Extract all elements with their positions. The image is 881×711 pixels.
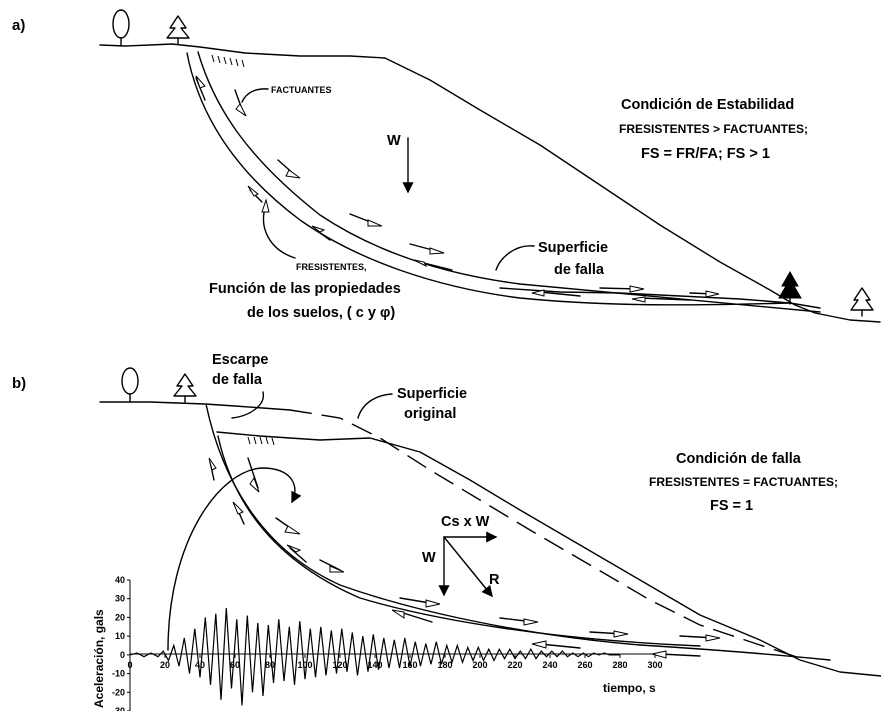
y-tick-label: -20 <box>112 687 125 697</box>
stability-line2: FS = FR/FA; FS > 1 <box>641 146 770 162</box>
x-tick-label: 100 <box>297 660 312 670</box>
slip-surface-inner <box>217 435 701 647</box>
x-tick-label: 280 <box>612 660 627 670</box>
x-tick-label: 20 <box>160 660 170 670</box>
failure-surface-leader <box>495 245 535 271</box>
resultant-arrow <box>443 536 493 598</box>
scarp-leader <box>231 391 264 419</box>
function-line1: Función de las propiedades <box>209 281 401 297</box>
x-tick-label: 240 <box>542 660 557 670</box>
failure-title: Condición de falla <box>676 451 802 467</box>
x-tick-label: 80 <box>265 660 275 670</box>
x-tick-label: 60 <box>230 660 240 670</box>
x-tick-label: 0 <box>127 660 132 670</box>
x-tick-label: 200 <box>472 660 487 670</box>
original-surface-label-2: original <box>404 406 456 422</box>
tree-icon <box>112 9 130 47</box>
scarp-hatch-b <box>247 436 275 446</box>
original-surface-label-1: Superficie <box>397 386 467 402</box>
weight-label-a: W <box>387 133 401 149</box>
f-actuantes-label: FACTUANTES <box>271 85 332 95</box>
panel-b-label: b) <box>12 375 26 392</box>
f-actuantes-leader <box>241 88 269 103</box>
stability-line1: FRESISTENTES > FACTUANTES; <box>619 122 808 136</box>
scarp-label-1: Escarpe <box>212 352 268 368</box>
scarp-label-2: de falla <box>212 372 263 388</box>
x-tick-label: 220 <box>507 660 522 670</box>
f-resistentes-label: FRESISTENTES, <box>296 262 367 272</box>
y-tick-label: 10 <box>115 631 125 641</box>
scarp-slip-surface <box>205 403 831 661</box>
scarp-hatch <box>211 54 245 68</box>
y-tick-label: 40 <box>115 575 125 585</box>
y-tick-label: 20 <box>115 612 125 622</box>
y-tick-label: -10 <box>112 669 125 679</box>
failure-line2: FS = 1 <box>710 498 753 514</box>
x-tick-label: 120 <box>332 660 347 670</box>
pine-tree-icon-b <box>173 373 197 403</box>
seismic-force-label: Cs x W <box>441 514 490 530</box>
x-tick-label: 300 <box>647 660 662 670</box>
weight-label-b: W <box>422 550 436 566</box>
panel-a-label: a) <box>12 17 25 34</box>
displaced-surface <box>216 431 881 677</box>
original-surface-dashed <box>289 409 801 659</box>
failure-surface <box>197 51 821 313</box>
function-line2: de los suelos, ( c y φ) <box>247 305 395 321</box>
failure-line1: FRESISTENTES = FACTUANTES; <box>649 475 838 489</box>
slip-arrows-b <box>208 457 721 659</box>
failure-surface-lower <box>186 52 791 306</box>
x-tick-label: 40 <box>195 660 205 670</box>
slip-arrows <box>195 75 720 303</box>
original-surface-leader <box>357 393 393 419</box>
y-tick-label: 0 <box>120 650 125 660</box>
y-tick-label: -30 <box>112 706 125 711</box>
x-tick-label: 140 <box>367 660 382 670</box>
ground-top-b <box>99 401 291 411</box>
chart-x-label: tiempo, s <box>603 681 656 695</box>
failure-surface-label-2: de falla <box>554 262 605 278</box>
resultant-label: R <box>489 572 500 588</box>
tree-icon-b <box>121 367 139 403</box>
chart-y-label: Aceleración, gals <box>92 609 106 708</box>
pine-tree-icon-right <box>850 287 874 317</box>
stability-title: Condición de Estabilidad <box>621 97 794 113</box>
x-tick-label: 180 <box>437 660 452 670</box>
failure-surface-label-1: Superficie <box>538 240 608 256</box>
rotation-arrow <box>167 467 302 651</box>
pine-tree-icon <box>166 15 190 45</box>
acceleration-trace <box>129 608 620 706</box>
x-tick-label: 260 <box>577 660 592 670</box>
pine-tree-icon-toe <box>778 270 802 305</box>
y-tick-label: 30 <box>115 594 125 604</box>
